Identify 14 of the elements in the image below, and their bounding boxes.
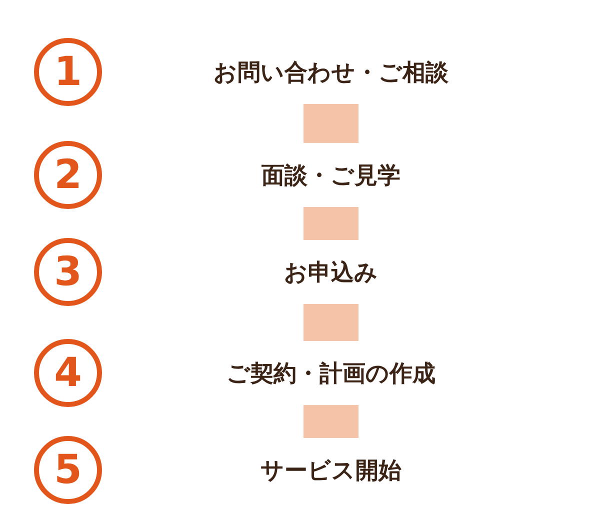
step-number-circle: 3 bbox=[34, 238, 102, 306]
step-label: お問い合わせ・ご相談 bbox=[166, 40, 496, 104]
step-number-circle: 5 bbox=[34, 436, 102, 504]
step-label: サービス開始 bbox=[166, 438, 496, 502]
connector-bar bbox=[304, 207, 358, 240]
step-number-circle: 2 bbox=[34, 141, 102, 209]
step-label: お申込み bbox=[166, 240, 496, 304]
step-label: 面談・ご見学 bbox=[166, 143, 496, 207]
connector-bar bbox=[304, 104, 358, 143]
connector-bar bbox=[304, 304, 358, 341]
step-number-circle: 4 bbox=[34, 339, 102, 407]
connector-bar bbox=[304, 405, 358, 438]
step-number-circle: 1 bbox=[34, 38, 102, 106]
step-label: ご契約・計画の作成 bbox=[166, 341, 496, 405]
